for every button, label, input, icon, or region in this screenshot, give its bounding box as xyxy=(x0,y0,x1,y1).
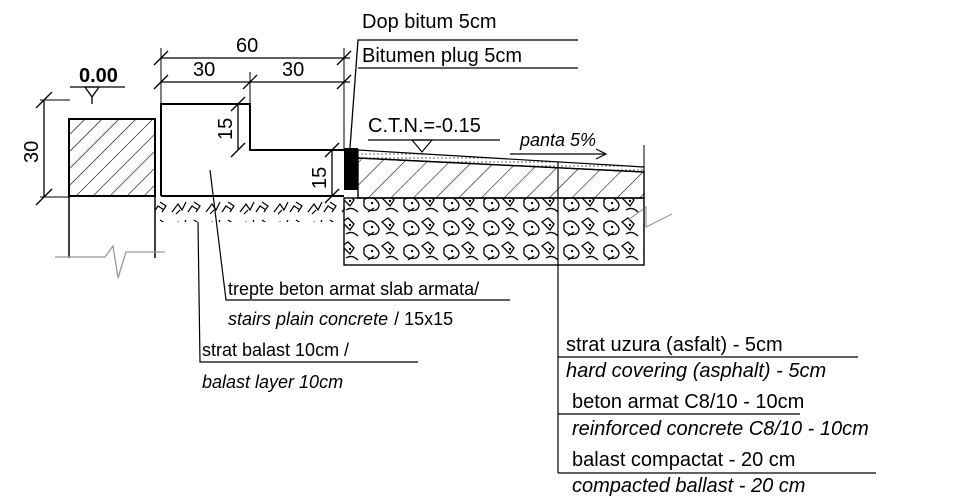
ground-break-line xyxy=(627,205,673,228)
break-line xyxy=(55,244,165,279)
layer-1-en: hard covering (asphalt) - 5cm xyxy=(566,360,826,382)
plug-leader xyxy=(349,39,578,149)
ballast-layer-under-stairs xyxy=(155,197,345,222)
layer-2-en: reinforced concrete C8/10 - 10cm xyxy=(572,418,869,440)
level-label: 0.00 xyxy=(79,65,118,87)
stairs-size-label: / 15x15 xyxy=(394,309,453,329)
stairs-label-ro: trepte beton armat slab armata/ xyxy=(228,279,479,299)
slope-label: panta 5% xyxy=(519,130,596,150)
plug-label-en: Bitumen plug 5cm xyxy=(362,45,522,67)
riser-lower-label: 15 xyxy=(309,167,331,189)
slope-arrow xyxy=(510,148,608,160)
bitumen-plug xyxy=(344,148,358,190)
ballast-label-en: balast layer 10cm xyxy=(202,372,343,392)
stairs-leader xyxy=(209,169,510,301)
riser-upper-label: 15 xyxy=(215,118,237,140)
compacted-ballast-layer xyxy=(343,197,645,266)
total-width-label: 60 xyxy=(236,35,258,57)
stairs-label-en: stairs plain concrete / 15x15 xyxy=(228,309,453,329)
curb-block xyxy=(68,118,156,258)
ctn-label: C.T.N.=-0.15 xyxy=(368,115,481,137)
ballast-label-ro: strat balast 10cm / xyxy=(202,340,349,360)
top-dimensions xyxy=(153,48,352,150)
ballast-leader xyxy=(197,221,418,363)
ctn-level-marker xyxy=(368,139,500,153)
layer-1-ro: strat uzura (asfalt) - 5cm xyxy=(566,334,783,356)
step-width-1-label: 30 xyxy=(193,59,215,81)
step-width-2-label: 30 xyxy=(282,59,304,81)
curb-height-dimension xyxy=(35,91,70,206)
level-marker xyxy=(70,86,125,104)
riser-upper-dimension xyxy=(230,96,246,158)
layer-3-ro: balast compactat - 20 cm xyxy=(572,449,795,471)
curb-height-label: 30 xyxy=(21,141,43,163)
stairs-label-en-text: stairs plain concrete xyxy=(228,309,388,329)
layer-2-ro: beton armat C8/10 - 10cm xyxy=(572,391,804,413)
plug-label-ro: Dop bitum 5cm xyxy=(362,11,497,33)
layer-3-en: compacted ballast - 20 cm xyxy=(572,475,805,497)
